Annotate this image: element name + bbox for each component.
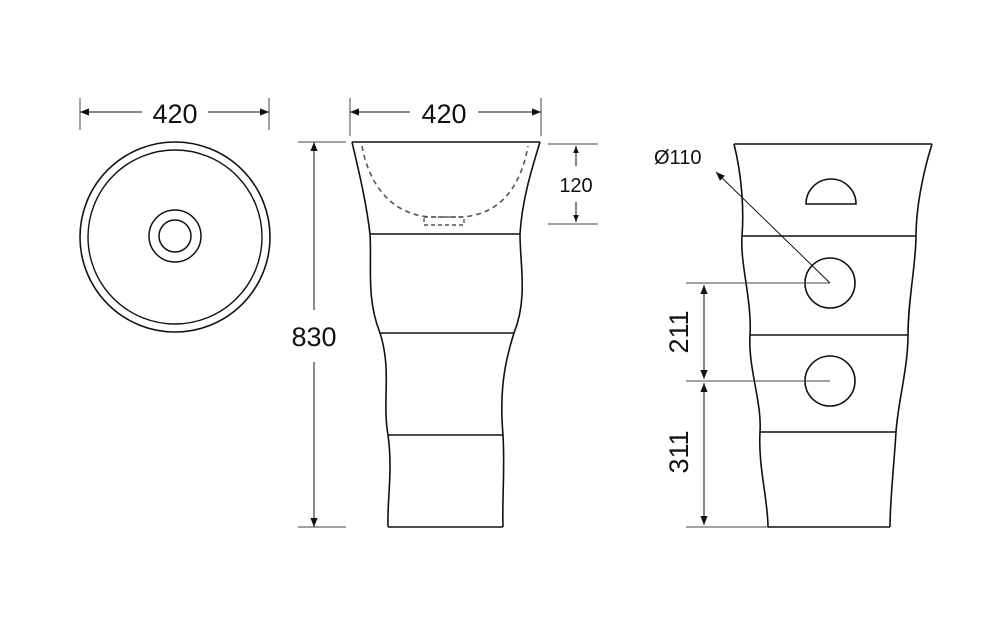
pedestal-right-profile <box>500 141 541 528</box>
overflow-half-circle <box>805 178 857 205</box>
hole-diameter-callout: Ø110 <box>654 147 831 284</box>
drain-hidden-outline <box>423 216 465 226</box>
drain-inner-ring <box>158 219 192 253</box>
top-width-dimension: 420 <box>79 98 270 130</box>
basin-inner-rim <box>87 149 263 325</box>
basin-outer-rim <box>79 141 271 333</box>
side-view <box>351 141 541 528</box>
hole-position-dimensions: 211 311 <box>664 282 830 528</box>
hole-spacing-label: 211 <box>664 310 694 353</box>
side-width-label: 420 <box>421 99 466 129</box>
hole-diameter-label: Ø110 <box>654 147 701 169</box>
rear-view <box>733 143 933 528</box>
drain-outer-ring <box>148 209 202 263</box>
bowl-depth-label: 120 <box>559 175 592 197</box>
total-height-dimension: 830 <box>291 141 346 528</box>
top-view <box>79 141 271 333</box>
bowl-hidden-outline <box>361 145 529 218</box>
pedestal-left-profile <box>351 141 391 528</box>
bowl-depth-dimension: 120 <box>548 143 598 225</box>
top-width-label: 420 <box>152 99 197 129</box>
hole-height-label: 311 <box>664 430 694 473</box>
side-width-dimension: 420 <box>349 98 542 136</box>
total-height-label: 830 <box>291 322 336 352</box>
